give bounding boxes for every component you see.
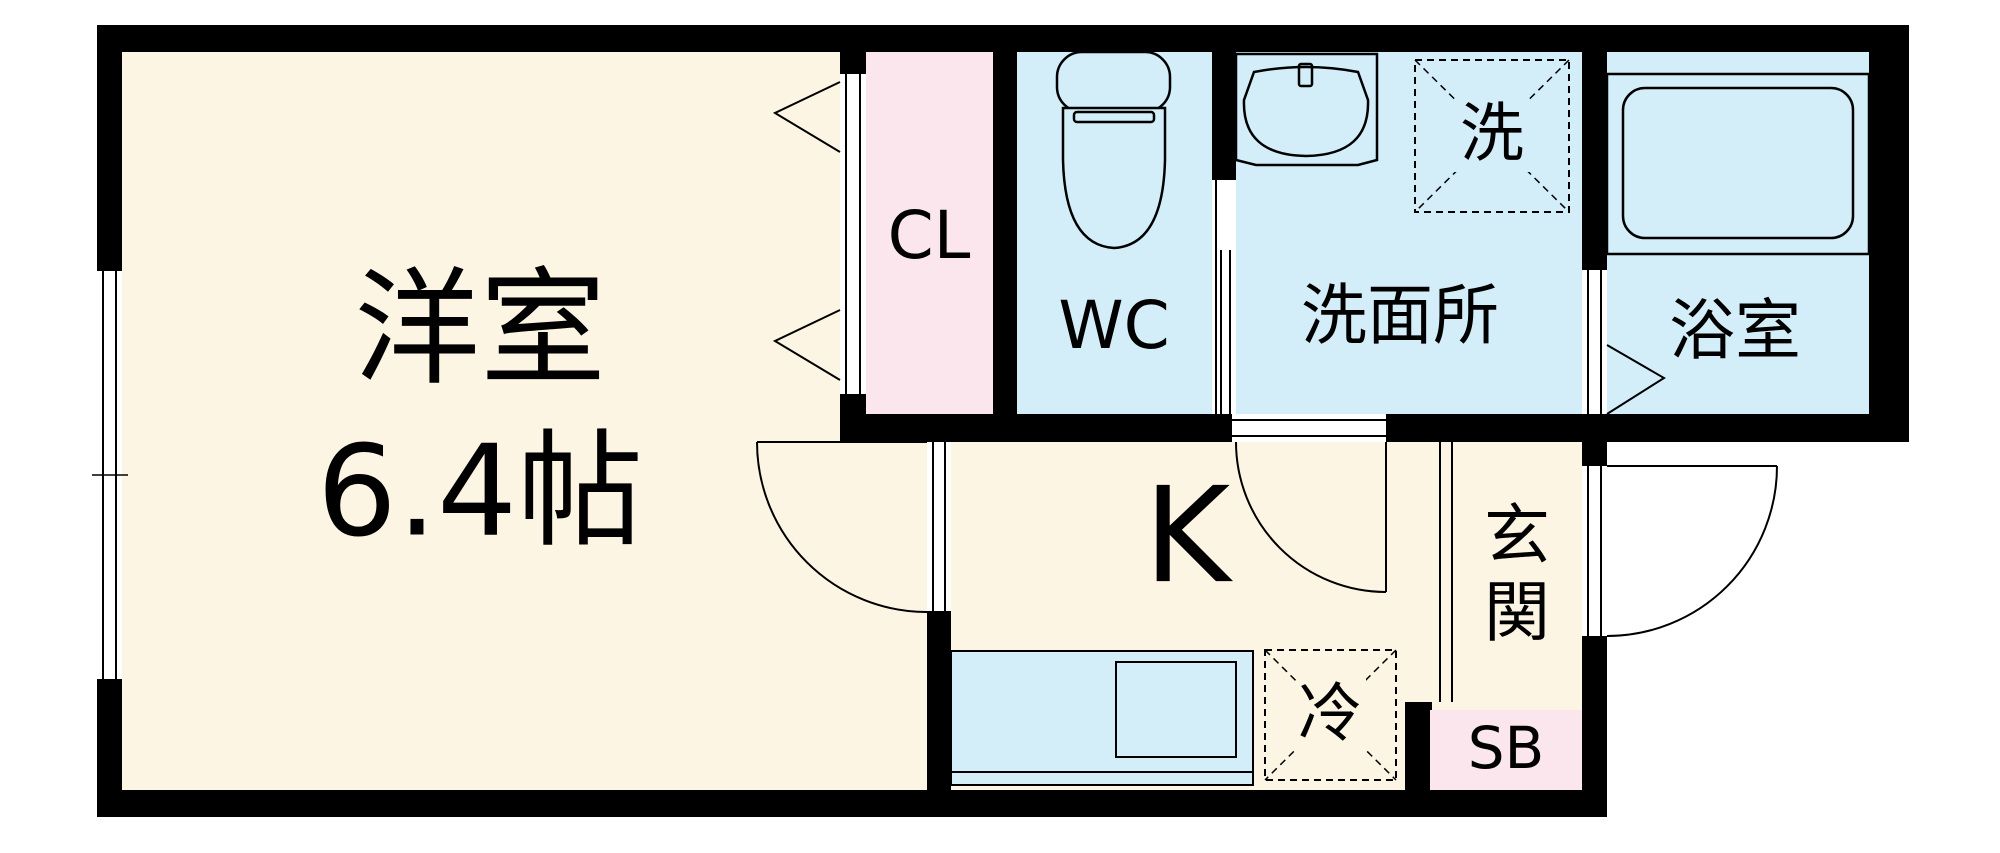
washer-space (1414, 59, 1570, 213)
wall-right-upper (1869, 25, 1909, 442)
western-room-area (122, 52, 927, 790)
shoe-box-area (1430, 710, 1582, 790)
wall-shoebox-top (1405, 702, 1432, 710)
western-room-name: 洋室 (354, 256, 606, 403)
bathroom-label: 浴室 (1669, 292, 1801, 369)
kitchen-counter (950, 650, 1254, 786)
kitchen-label: K (1144, 459, 1234, 613)
closet-label: CL (888, 197, 971, 274)
shoe-box-label: SB (1468, 714, 1545, 782)
bathtub-icon (1605, 72, 1871, 256)
wall-closet-bottom (840, 414, 1017, 442)
western-room-size: 6.4帖 (317, 418, 643, 565)
wall-closet-toilet (993, 52, 1017, 442)
entrance-label-top: 玄 (1484, 497, 1550, 574)
wall-shoebox-left (1405, 702, 1430, 817)
entrance-label-bottom: 関 (1484, 574, 1550, 651)
bathroom-area (1607, 52, 1869, 414)
wall-wash-bottom-a (1212, 414, 1232, 442)
fridge-space-label: 冷 (1298, 678, 1362, 752)
wall-toilet-bottom (993, 414, 1236, 442)
toilet-icon (1055, 50, 1172, 250)
wall-wash-bottom-b (1386, 414, 1607, 442)
closet-area (866, 52, 993, 414)
toilet-label: WC (1058, 287, 1169, 364)
sink (1115, 661, 1237, 758)
washroom-label: 洗面所 (1301, 277, 1499, 354)
washer-space-label: 洗 (1460, 98, 1524, 172)
fridge-space (1264, 649, 1397, 781)
wall-top (97, 25, 1909, 52)
wall-bottom (97, 790, 1607, 817)
washbasin-icon (1234, 52, 1379, 167)
wall-bottom-right (1582, 414, 1909, 442)
